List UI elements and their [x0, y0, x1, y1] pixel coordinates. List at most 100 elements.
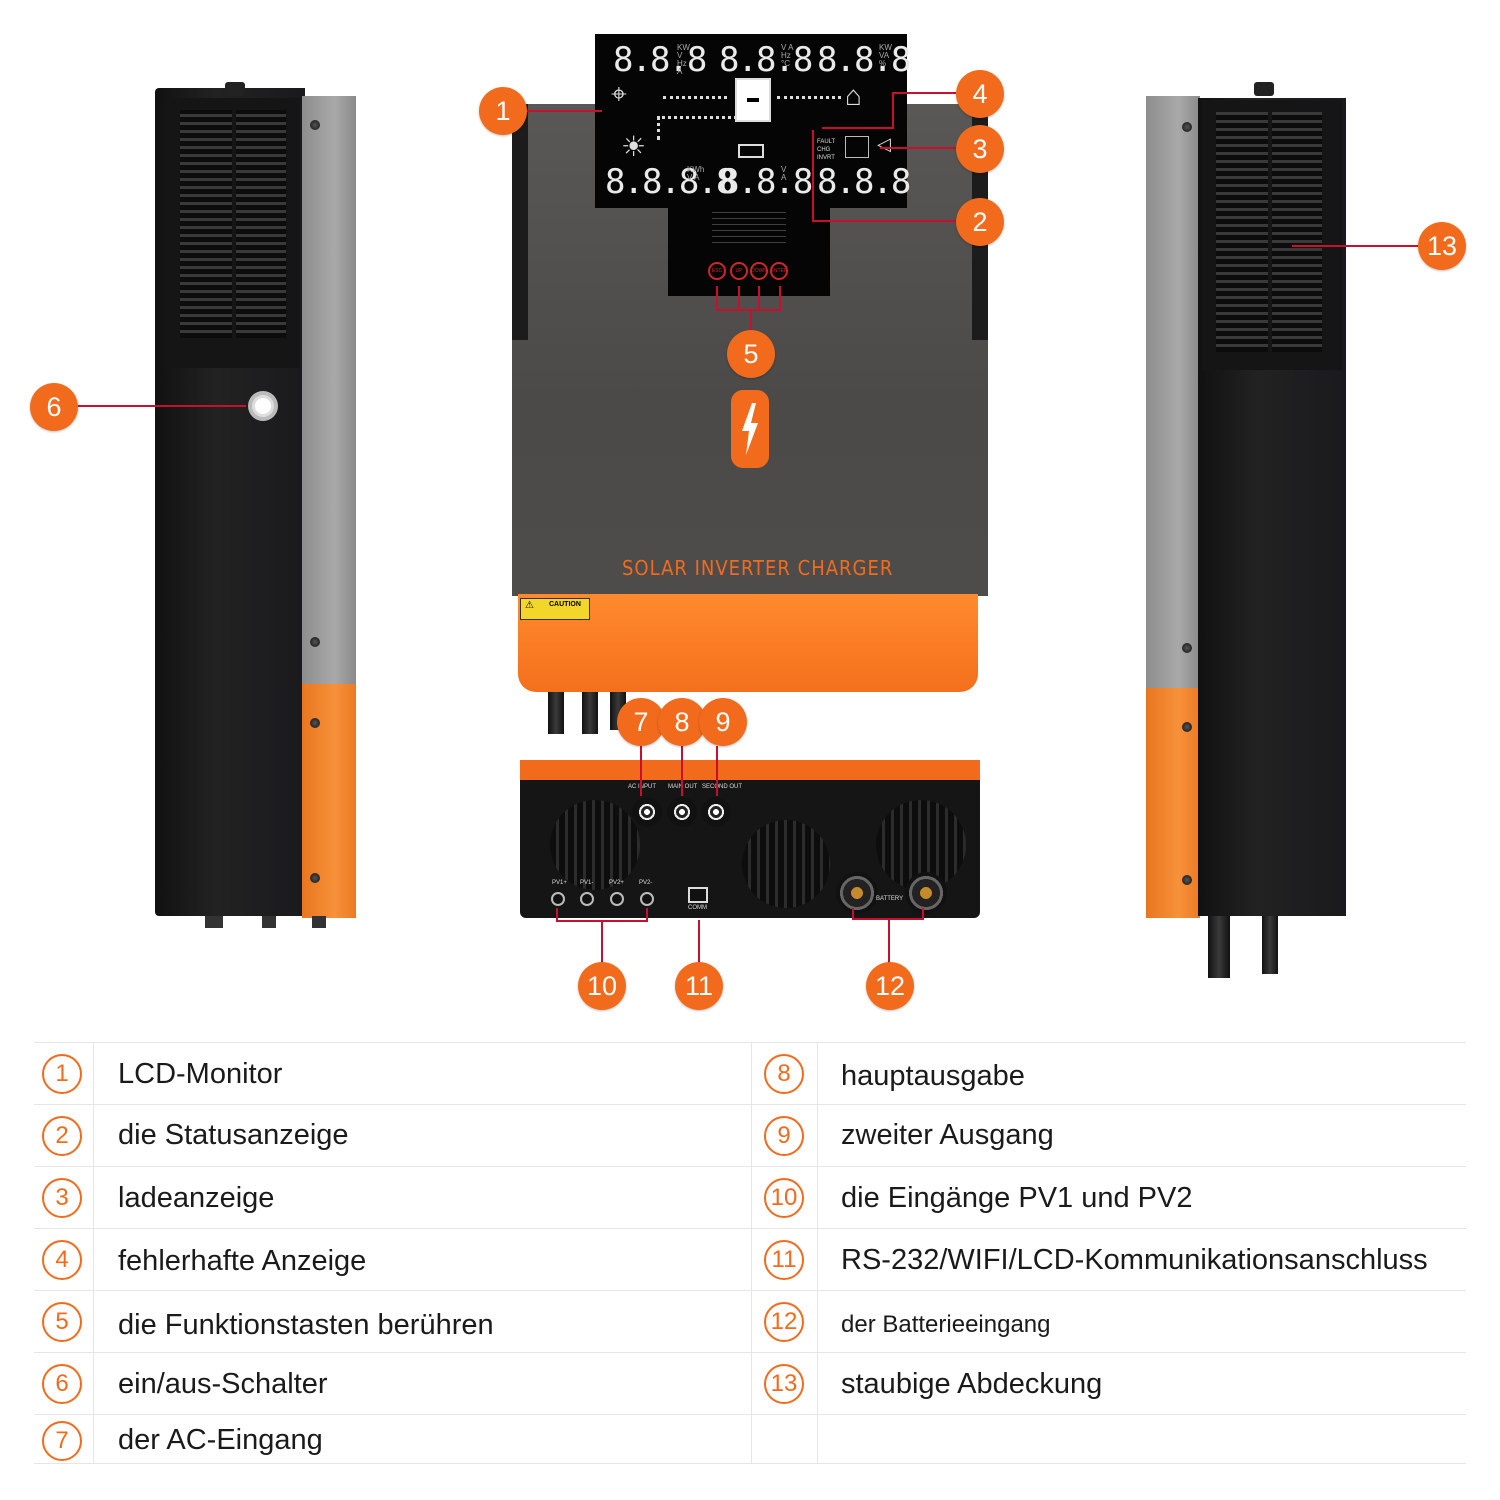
brand-text: SOLAR INVERTER CHARGER: [622, 556, 894, 580]
legend-text: LCD-Monitor: [118, 1058, 283, 1090]
top-knob: [1254, 82, 1274, 96]
legend-number: 11: [764, 1240, 804, 1280]
legend-number: 8: [764, 1054, 804, 1094]
legend-text: die Statusanzeige: [118, 1119, 349, 1151]
top-knob: [225, 82, 245, 96]
legend-text: ladeanzeige: [118, 1182, 275, 1214]
charge-indicator: CHG: [817, 147, 831, 153]
esc-button[interactable]: ESC: [708, 262, 726, 280]
lcd-unit: KW V Hz A: [677, 43, 690, 76]
pv2-negative-port[interactable]: [640, 892, 654, 906]
callout-8: 8: [658, 698, 706, 746]
lcd-unit: V A Hz °C: [781, 43, 794, 68]
pv-label: PV2+: [609, 880, 624, 886]
callout-11: 11: [675, 962, 723, 1010]
flow-line: [663, 96, 727, 99]
home-icon: ⌂: [845, 80, 862, 111]
callout-7: 7: [617, 698, 665, 746]
legend-number: 6: [42, 1364, 82, 1404]
ac-input-port[interactable]: [632, 797, 662, 827]
legend-number: 13: [764, 1364, 804, 1404]
callout-3: 3: [956, 125, 1004, 173]
flow-line: [657, 116, 660, 140]
legend-number: 5: [42, 1302, 82, 1342]
bottom-orange-top: [520, 760, 980, 782]
callout-5: 5: [727, 330, 775, 378]
lcd-readout-top-left: 8.8.8: [613, 40, 707, 80]
callout-10: 10: [578, 962, 626, 1010]
legend-text: hauptausgabe: [841, 1060, 1025, 1092]
fault-indicator: FAULT: [817, 139, 836, 145]
inverter-icon: [735, 78, 771, 122]
left-vent: [180, 110, 232, 338]
pv-cable: [1262, 916, 1278, 974]
second-output-port[interactable]: [701, 797, 731, 827]
legend-text: zweiter Ausgang: [841, 1119, 1054, 1151]
pv-label: PV2-: [639, 880, 653, 886]
comm-port[interactable]: [688, 887, 708, 903]
lcd-unit: KW VA %: [879, 43, 892, 68]
battery-negative-port[interactable]: [905, 872, 947, 914]
legend-row: 5 die Funktionstasten berühren 12 der Ba…: [34, 1291, 1466, 1353]
legend-row: 2 die Statusanzeige 9 zweiter Ausgang: [34, 1105, 1466, 1167]
lcd-readout-bottom-right: 8.8.8: [817, 162, 911, 202]
grid-tower-icon: ⌖: [611, 78, 627, 109]
pv1-positive-port[interactable]: [551, 892, 565, 906]
right-vent: [1216, 112, 1268, 352]
fan: [742, 820, 830, 908]
legend-number: 9: [764, 1116, 804, 1156]
callout-12: 12: [866, 962, 914, 1010]
main-output-port[interactable]: [667, 797, 697, 827]
status-box: [845, 136, 869, 158]
legend-number: 7: [42, 1421, 82, 1461]
callout-1: 1: [479, 87, 527, 135]
front-orange-base: [518, 594, 978, 692]
lcd-readout-top-mid: 8.8.8: [719, 40, 813, 80]
mini-lcd: [712, 210, 786, 248]
battery-positive-port[interactable]: [836, 872, 878, 914]
front-side-shadow: [512, 104, 528, 340]
legend-text: der AC-Eingang: [118, 1424, 323, 1456]
legend-text: staubige Abdeckung: [841, 1368, 1103, 1400]
second-out-label: SECOND OUT: [702, 784, 743, 790]
legend-text: der Batterieeingang: [841, 1311, 1051, 1338]
flow-line: [657, 116, 737, 119]
legend-row: 7 der AC-Eingang: [34, 1415, 1466, 1465]
down-button[interactable]: DOWN: [750, 262, 768, 280]
callout-13: 13: [1418, 222, 1466, 270]
legend-row: 6 ein/aus-Schalter 13 staubige Abdeckung: [34, 1353, 1466, 1415]
pv-cable: [582, 692, 598, 734]
right-vent: [1272, 112, 1322, 352]
fan: [550, 800, 640, 890]
lcd-unit: KWh V A: [687, 165, 705, 182]
legend-text: RS-232/WIFI/LCD-Kommunikationsanschluss: [841, 1244, 1428, 1276]
invert-indicator: INVRT: [817, 155, 835, 161]
pv-label: PV1-: [580, 880, 594, 886]
ac-input-label: AC INPUT: [628, 784, 657, 790]
speaker-icon: ◁: [877, 134, 891, 154]
lightning-bolt-icon: [731, 390, 769, 468]
caution-sticker: ⚠ CAUTION: [520, 598, 590, 620]
small-display: ESC UP DOWN ENTER: [668, 206, 830, 296]
solar-panel-icon: ☀: [621, 131, 647, 162]
bottom-connector: [312, 916, 326, 928]
legend-row: 1 LCD-Monitor 8 hauptausgabe: [34, 1043, 1466, 1105]
legend-number: 12: [764, 1302, 804, 1342]
right-gray-strip: [1146, 96, 1200, 688]
lcd-monitor: 8.8.8 KW V Hz A 8.8.8 V A Hz °C 8.8.8 KW…: [595, 34, 911, 208]
legend-number: 3: [42, 1178, 82, 1218]
caution-label: CAUTION: [549, 601, 581, 608]
legend-number: 4: [42, 1240, 82, 1280]
left-vent: [236, 110, 286, 338]
pv-cable: [548, 692, 564, 734]
legend-text: ein/aus-Schalter: [118, 1368, 328, 1400]
lcd-readout-bottom-left: 8.8.8.8: [605, 162, 736, 202]
up-button[interactable]: UP: [730, 262, 748, 280]
legend-number: 2: [42, 1116, 82, 1156]
enter-button[interactable]: ENTER: [770, 262, 788, 280]
pv2-positive-port[interactable]: [610, 892, 624, 906]
lcd-readout-top-right: 8.8.8: [817, 40, 911, 80]
pv1-negative-port[interactable]: [580, 892, 594, 906]
bottom-connector: [205, 916, 223, 928]
power-switch[interactable]: [248, 391, 278, 421]
